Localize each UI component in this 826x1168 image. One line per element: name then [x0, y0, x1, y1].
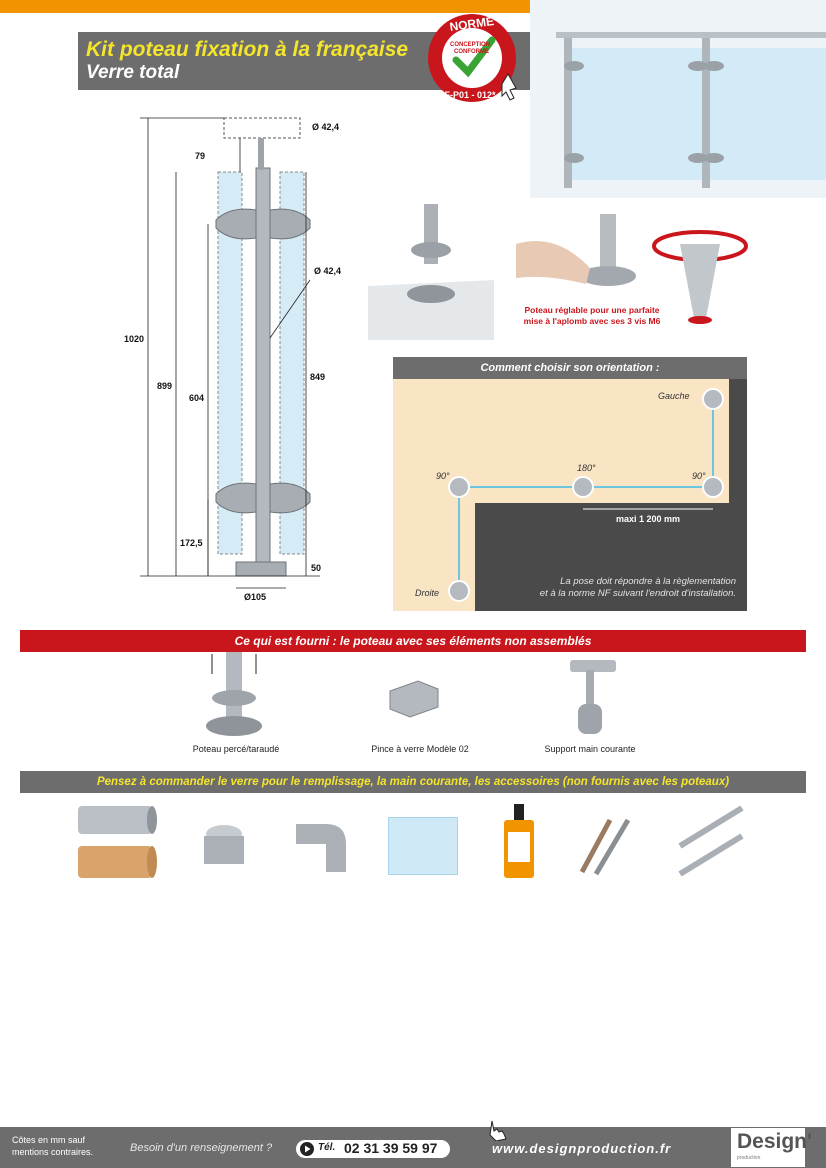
badge-middle-2: CONFORME [454, 49, 489, 55]
dim-1020: 1020 [124, 334, 145, 344]
footer-question: Besoin d'un renseignement ? [130, 1142, 273, 1154]
glass-clamp-icon [389, 680, 439, 718]
railing-photo [530, 0, 826, 198]
dim-50: 50 [311, 563, 322, 573]
rotation-cone-icon [652, 230, 748, 324]
website-link[interactable]: www.designproduction.fr [492, 1141, 672, 1156]
handrail-support-icon [570, 660, 616, 734]
label-180: 180° [577, 463, 596, 473]
dim-tube-diameter: Ø 42,4 [314, 266, 342, 276]
pointer-hand-icon [489, 1120, 507, 1141]
glass-panel-icon [388, 817, 458, 875]
orientation-note-line2: et à la norme NF suivant l'endroit d'ins… [539, 588, 736, 599]
adjust-note: Poteau réglable pour une parfaite mise à… [512, 305, 672, 327]
brand-logo: Design' [737, 1130, 813, 1153]
end-cap-icon [204, 825, 244, 864]
adjust-note-line1: Poteau réglable pour une parfaite [524, 305, 660, 315]
tel-label: Tél. [318, 1142, 336, 1153]
footer-note-line2: mentions contraires. [12, 1147, 94, 1157]
badge-middle-1: CONCEPTION [450, 42, 490, 48]
accessories-title: Pensez à commander le verre pour le remp… [20, 771, 806, 793]
technical-drawing [140, 117, 320, 589]
item-caption-2: Pince à verre Modèle 02 [371, 744, 469, 754]
page-title: Kit poteau fixation à la française [86, 38, 409, 61]
dim-849: 849 [310, 372, 326, 382]
anchor-bolts-icon [678, 805, 744, 877]
logo-box [731, 1128, 805, 1167]
threadlocker-bottle-icon [504, 804, 534, 878]
footer-note: Côtes en mm sauf mentions contraires. [12, 1134, 93, 1158]
label-maxi: maxi 1 200 mm [616, 514, 681, 524]
drill-bits-icon [579, 818, 631, 876]
dim-79: 79 [195, 151, 206, 161]
item-caption-1: Poteau percé/taraudé [192, 744, 280, 754]
adjust-note-line2: mise à l'aplomb avec ses 3 vis M6 [523, 316, 661, 326]
railing-illustration [530, 0, 826, 198]
orientation-title: Comment choisir son orientation : [393, 357, 747, 379]
orientation-note-line1: La pose doit répondre à la règlementatio… [560, 576, 736, 587]
handrail-tubes-icon [78, 806, 157, 878]
dim-899: 899 [157, 381, 173, 391]
dim-604: 604 [189, 393, 205, 403]
label-droite: Droite [415, 588, 440, 598]
dim-172: 172,5 [180, 538, 203, 548]
label-90-right: 90° [692, 471, 706, 481]
page-subtitle: Verre total [86, 62, 180, 83]
badge-bottom-text: NF-P01 - 012* [438, 90, 496, 100]
dim-base-diameter: Ø105 [244, 592, 267, 602]
play-icon [300, 1142, 314, 1156]
post-part-icon [206, 652, 262, 736]
norme-badge-icon: NORME CONCEPTION CONFORME NF-P01 - 012* [428, 14, 517, 102]
tel-number[interactable]: 02 31 39 59 97 [344, 1140, 438, 1156]
hand-adjust-photo [516, 214, 640, 306]
label-gauche: Gauche [658, 391, 690, 401]
elbow-connector-icon [296, 824, 346, 872]
tel-pill[interactable] [296, 1140, 450, 1158]
dim-top-diameter: Ø 42,4 [312, 122, 340, 132]
footer-note-line1: Côtes en mm sauf [12, 1135, 86, 1145]
supplied-title: Ce qui est fourni : le poteau avec ses é… [20, 630, 806, 652]
label-90-left: 90° [436, 471, 450, 481]
orientation-diagram [393, 379, 729, 611]
orientation-note: La pose doit répondre à la règlementatio… [480, 576, 736, 600]
base-closeup-photo [368, 200, 494, 340]
brand-logo-sub: production [737, 1155, 761, 1161]
item-caption-3: Support main courante [544, 744, 636, 754]
badge-top-text: NORME [449, 14, 495, 34]
